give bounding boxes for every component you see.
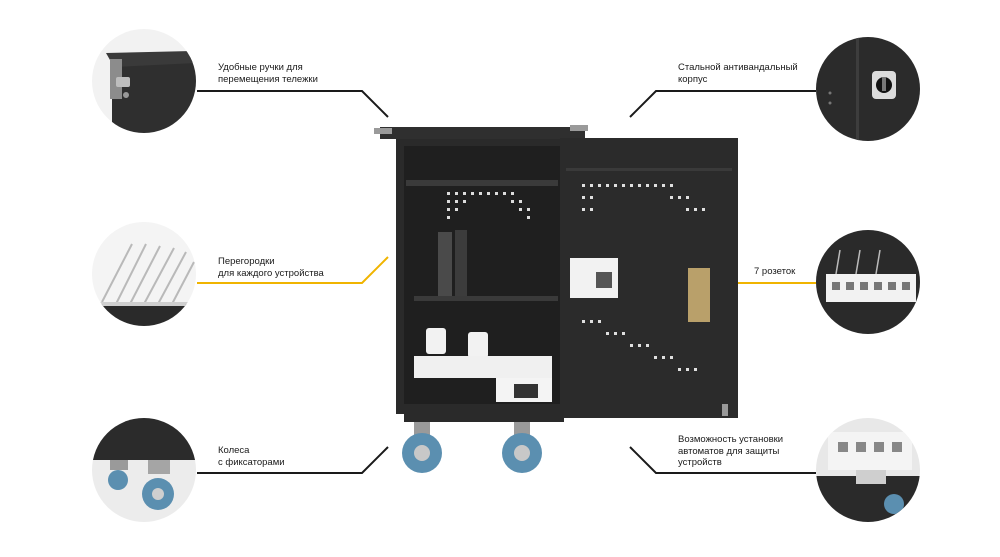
wheels-label: Колеса с фиксаторами [218, 445, 285, 468]
left-handle-icon [374, 128, 392, 134]
charger [468, 332, 488, 358]
right-handle-icon [570, 125, 588, 131]
dividers-label-line1: Перегородки [218, 256, 275, 267]
sockets-label-line1: 7 розеток [754, 266, 796, 277]
dividers-callout-line [197, 256, 389, 284]
dividers-label: Перегородки для каждого устройства [218, 256, 324, 279]
perforation-pattern [447, 192, 530, 219]
wheels-callout-line [197, 446, 389, 474]
handles-label-line2: перемещения тележки [218, 73, 318, 85]
cabinet-shelf [414, 296, 558, 301]
door-lock-bracket [688, 268, 710, 322]
breakers-callout-line [629, 446, 816, 474]
power-strip [414, 356, 552, 378]
breakers-label-line2: автоматов для защиты [678, 445, 780, 457]
sockets-thumbnail [816, 230, 920, 334]
charger [426, 328, 446, 354]
breakers-label: Возможность установки автоматов для защи… [678, 434, 783, 469]
dividers-label-line2: для каждого устройства [218, 267, 324, 279]
body-label-line1: Стальной антивандальный [678, 62, 798, 73]
tablet [455, 230, 467, 296]
door-perforation [582, 184, 705, 371]
sockets-label: 7 розеток [754, 266, 795, 278]
tablet [438, 232, 452, 296]
body-label: Стальной антивандальный корпус [678, 62, 798, 85]
wheels-label-line1: Колеса [218, 445, 250, 456]
dividers-thumbnail [92, 222, 196, 326]
body-callout-line [629, 90, 816, 118]
handles-callout-line [197, 90, 389, 118]
handles-label-line1: Удобные ручки для [218, 62, 303, 73]
cabinet-shelf [406, 180, 558, 186]
breakers-label-line3: устройств [678, 457, 722, 468]
body-lock-thumbnail [816, 37, 920, 141]
handles-label: Удобные ручки для перемещения тележки [218, 62, 318, 85]
body-label-line2: корпус [678, 73, 708, 85]
handles-thumbnail [92, 29, 196, 133]
cabinet-top [380, 127, 585, 139]
wheels-label-line2: с фиксаторами [218, 456, 285, 468]
cabinet-base [404, 410, 564, 422]
breakers-label-line1: Возможность установки [678, 434, 784, 445]
